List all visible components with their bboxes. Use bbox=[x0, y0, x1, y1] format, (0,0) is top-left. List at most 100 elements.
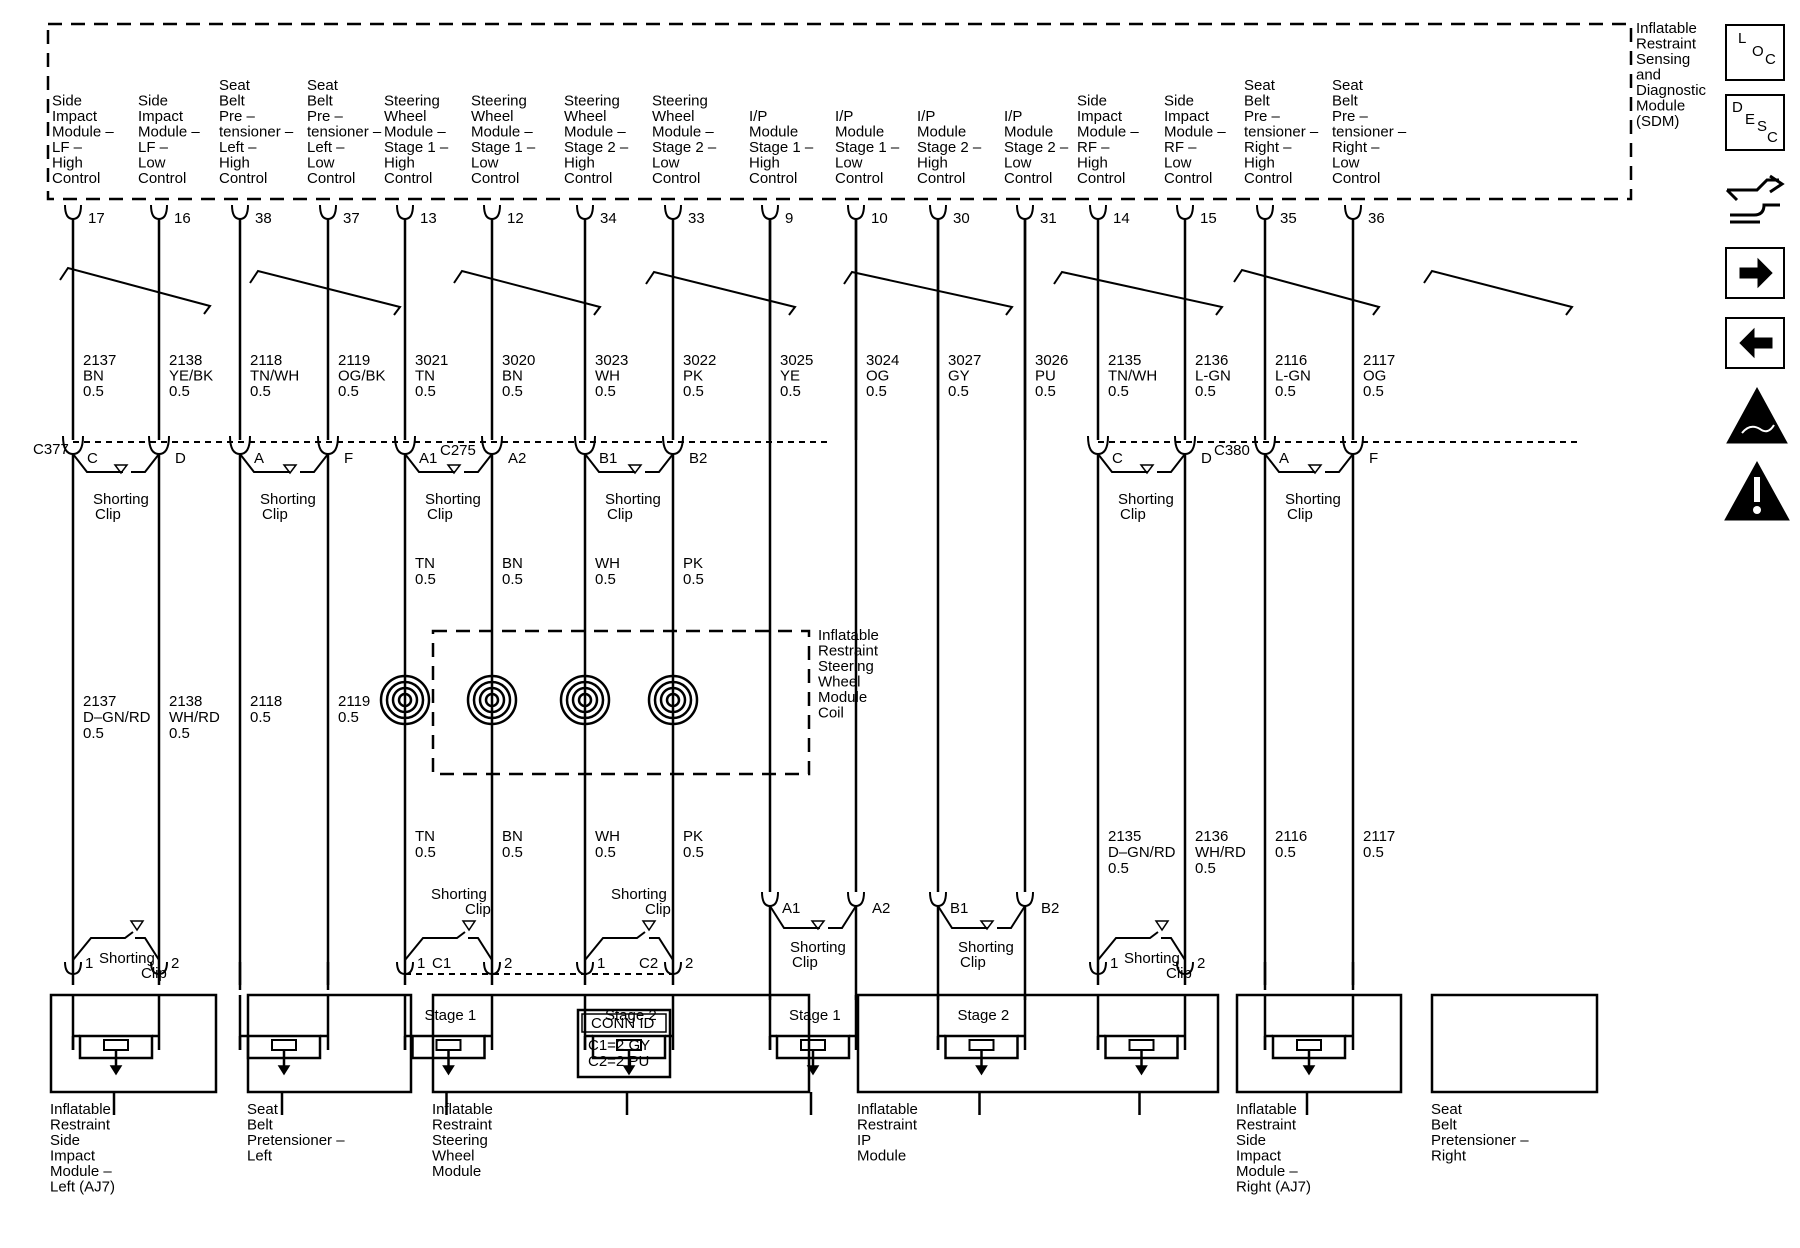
sdm-pin-label: Low bbox=[835, 155, 863, 172]
pin-terminal bbox=[483, 204, 501, 221]
connector-pin-label: D bbox=[175, 450, 186, 467]
module-box bbox=[1235, 993, 1403, 1094]
sdm-pin-number: 34 bbox=[600, 210, 617, 227]
esd-warning-icon[interactable] bbox=[1726, 386, 1788, 444]
wire-label: 0.5 bbox=[83, 383, 104, 400]
module-terminal bbox=[64, 961, 82, 976]
wire-label: WH/RD bbox=[169, 709, 220, 726]
sdm-pin-label: Seat bbox=[307, 77, 339, 94]
sdm-pin-label: Module bbox=[749, 124, 798, 141]
sdm-pin-number: 10 bbox=[871, 210, 888, 227]
back-button[interactable] bbox=[1725, 317, 1785, 369]
connector-pin-label: B2 bbox=[689, 450, 707, 467]
shorting-clip-label: Clip bbox=[1166, 965, 1192, 982]
module-label: Left bbox=[247, 1148, 273, 1165]
pin-terminal bbox=[1089, 204, 1107, 221]
shorting-clip-tip bbox=[641, 920, 657, 932]
wire-label: 2137 bbox=[83, 693, 116, 710]
sdm-pin-label: Module – bbox=[1164, 124, 1226, 141]
shorting-clip bbox=[1264, 453, 1315, 473]
squib-element bbox=[1128, 1039, 1155, 1051]
sdm-pin-number: 9 bbox=[785, 210, 793, 227]
wire-label: WH bbox=[595, 828, 620, 845]
pin-terminal bbox=[1344, 204, 1362, 221]
module-terminal bbox=[1176, 961, 1194, 976]
coil-ring bbox=[391, 686, 419, 714]
wire-label: 2135 bbox=[1108, 828, 1141, 845]
sdm-pin-label: Low bbox=[138, 155, 166, 172]
sdm-pin-number: 31 bbox=[1040, 210, 1057, 227]
module-label: Pretensioner – bbox=[247, 1132, 345, 1149]
module-shorting-clip bbox=[72, 931, 134, 961]
pin-terminal bbox=[64, 204, 82, 221]
sdm-pin-label: Pre – bbox=[1244, 108, 1281, 125]
module-label: Module bbox=[432, 1163, 481, 1180]
diagram-body bbox=[46, 22, 1633, 1115]
ground-arrow-icon bbox=[109, 1065, 123, 1076]
coil-ring bbox=[577, 692, 593, 708]
wire-label: L-GN bbox=[1275, 368, 1311, 385]
module-label: Module – bbox=[50, 1163, 112, 1180]
shorting-clip-label: Shorting bbox=[958, 939, 1014, 956]
module-shorting-clip bbox=[584, 931, 646, 961]
wire-label: 0.5 bbox=[1108, 860, 1129, 877]
module-label: Restraint bbox=[1236, 1117, 1297, 1134]
sdm-box bbox=[46, 22, 1633, 201]
wire-label: 0.5 bbox=[1363, 383, 1384, 400]
esd-triangle bbox=[1726, 386, 1788, 444]
sdm-pin-label: Control bbox=[219, 170, 267, 187]
connector-icon-shape bbox=[1725, 174, 1785, 202]
module-label: Inflatable bbox=[432, 1101, 493, 1118]
sdm-pin-label: Stage 1 – bbox=[384, 139, 449, 156]
sdm-pin-label: Seat bbox=[1244, 77, 1276, 94]
connector-pin-label: A2 bbox=[508, 450, 526, 467]
ip-terminal bbox=[1016, 891, 1034, 908]
module-label: Side bbox=[1236, 1132, 1266, 1149]
shorting-clip bbox=[404, 453, 455, 473]
next-button[interactable] bbox=[1725, 247, 1785, 299]
module-box bbox=[856, 993, 1220, 1094]
caution-icon[interactable] bbox=[1724, 460, 1790, 521]
module-label: Restraint bbox=[857, 1117, 918, 1134]
connector-pin-label: A2 bbox=[872, 900, 890, 917]
module-label: Right (AJ7) bbox=[1236, 1179, 1311, 1196]
module-terminal bbox=[483, 961, 501, 976]
wire-label: 2116 bbox=[1275, 828, 1307, 845]
wire-label: BN bbox=[502, 828, 523, 845]
wire-label: OG bbox=[1363, 368, 1386, 385]
squib-element bbox=[968, 1039, 995, 1051]
wire-label: 3021 bbox=[415, 352, 448, 369]
wire-label: 2137 bbox=[83, 352, 116, 369]
sdm-pin-label: Control bbox=[1244, 170, 1292, 187]
wire-label: 2138 bbox=[169, 352, 202, 369]
wire-label: TN bbox=[415, 555, 435, 572]
sdm-pin-label: Seat bbox=[219, 77, 251, 94]
sdm-pin-label: Side bbox=[138, 93, 168, 110]
sdm-title: Sensing bbox=[1636, 51, 1690, 68]
wire-label: 0.5 bbox=[595, 571, 616, 588]
coil-ring bbox=[659, 686, 687, 714]
coil-ring bbox=[565, 680, 605, 720]
connector-pin-label: C bbox=[87, 450, 98, 467]
shorting-clip-label: Clip bbox=[645, 901, 671, 918]
pin-terminal bbox=[1256, 204, 1274, 221]
connector-icon[interactable] bbox=[1725, 174, 1785, 224]
sdm-pin-number: 14 bbox=[1113, 210, 1130, 227]
sdm-pin-label: Side bbox=[1164, 93, 1194, 110]
wire-label: BN bbox=[83, 368, 104, 385]
shorting-clip-tip bbox=[1307, 464, 1323, 475]
connector-pin-label: 1 bbox=[597, 955, 605, 972]
connector-pin-label: A bbox=[1279, 450, 1289, 467]
module-shorting-clip bbox=[404, 931, 466, 961]
clockspring-coil-icon bbox=[379, 674, 431, 726]
wire-label: 2117 bbox=[1363, 352, 1395, 369]
connector-pin-label: 1 bbox=[85, 955, 93, 972]
sdm-pin-label: Control bbox=[138, 170, 186, 187]
break-line bbox=[453, 269, 602, 316]
wire-label: 0.5 bbox=[1363, 844, 1384, 861]
sdm-pin-label: Control bbox=[1164, 170, 1212, 187]
desc-letter: C bbox=[1767, 129, 1778, 146]
esd-hand bbox=[1741, 424, 1775, 434]
